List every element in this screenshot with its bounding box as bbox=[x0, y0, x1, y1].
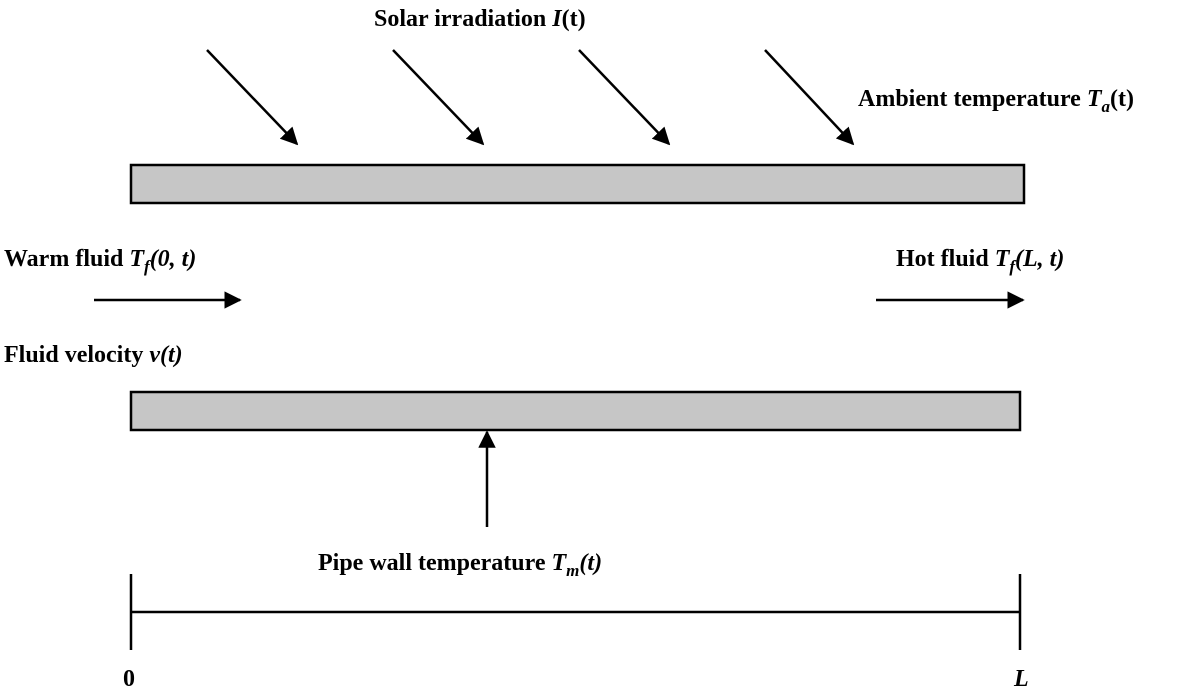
wall-argument: (t) bbox=[579, 550, 602, 576]
solar-arrow-3 bbox=[578, 49, 671, 146]
wall-subscript: m bbox=[566, 561, 579, 580]
warm-text: Warm fluid bbox=[4, 246, 129, 272]
velocity-text: Fluid velocity bbox=[4, 342, 149, 368]
solar-arrow-2 bbox=[392, 49, 485, 146]
warm-argument: (0, t) bbox=[150, 246, 197, 272]
ambient-subscript: a bbox=[1102, 97, 1111, 116]
solar-text: Solar irradiation bbox=[374, 6, 552, 32]
lower-pipe-wall bbox=[129, 390, 1022, 432]
solar-argument: (t) bbox=[562, 6, 586, 32]
pipe-wall-temperature-label: Pipe wall temperature Tm(t) bbox=[318, 550, 602, 580]
solar-arrow-1 bbox=[206, 49, 299, 146]
solar-irradiation-label: Solar irradiation I(t) bbox=[374, 6, 586, 32]
upper-pipe-wall bbox=[129, 163, 1026, 205]
wall-symbol: T bbox=[552, 550, 568, 576]
hot-fluid-label: Hot fluid Tf(L, t) bbox=[896, 246, 1064, 276]
fluid-velocity-label: Fluid velocity v(t) bbox=[4, 342, 183, 368]
ambient-temperature-label: Ambient temperature Ta(t) bbox=[858, 86, 1134, 116]
ambient-symbol: T bbox=[1087, 86, 1103, 112]
solar-arrow-4 bbox=[764, 49, 855, 146]
warm-symbol: T bbox=[129, 246, 145, 272]
axis-start-label: 0 bbox=[123, 666, 135, 692]
axis-end-label: L bbox=[1013, 666, 1029, 692]
warm-subscript: f bbox=[144, 257, 152, 276]
hot-argument: (L, t) bbox=[1015, 246, 1064, 272]
hot-text: Hot fluid bbox=[896, 246, 995, 272]
hot-subscript: f bbox=[1009, 257, 1017, 276]
velocity-symbol: v bbox=[149, 342, 160, 368]
ambient-text: Ambient temperature bbox=[858, 86, 1087, 112]
warm-fluid-label: Warm fluid Tf(0, t) bbox=[4, 246, 196, 276]
solar-symbol: I bbox=[551, 6, 563, 32]
wall-text: Pipe wall temperature bbox=[318, 550, 552, 576]
ambient-argument: (t) bbox=[1110, 86, 1134, 112]
hot-symbol: T bbox=[995, 246, 1011, 272]
velocity-argument: (t) bbox=[160, 342, 183, 368]
